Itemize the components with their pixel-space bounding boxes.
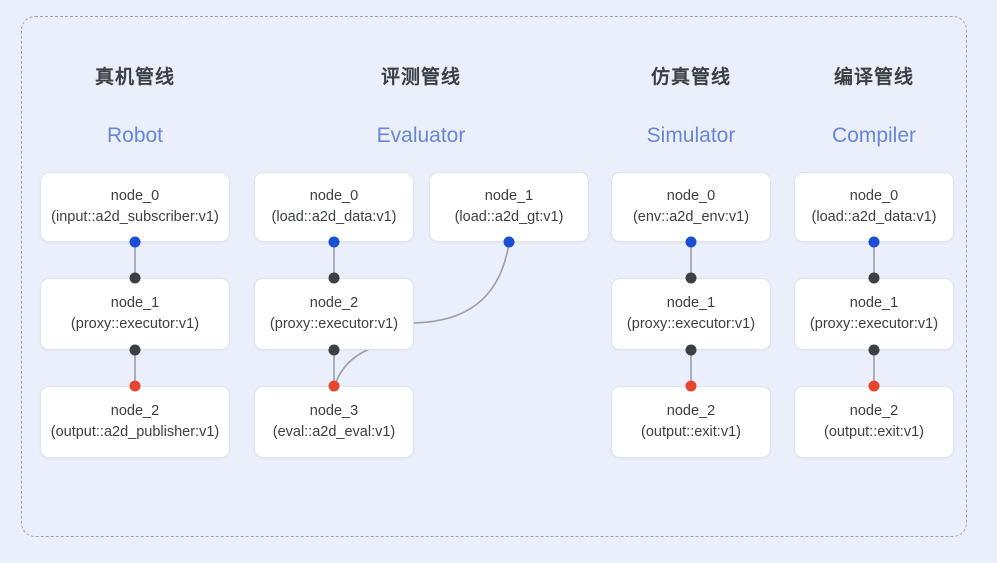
node-id: node_2 — [666, 402, 716, 419]
port-input-robot-1[interactable] — [129, 272, 141, 284]
node-kind: (output::a2d_publisher:v1) — [50, 424, 220, 440]
column-simulator-title-en: Simulator — [646, 124, 736, 147]
node-id: node_1 — [484, 187, 534, 204]
node-evaluator-3[interactable]: node_3 (eval::a2d_eval:v1) — [254, 386, 414, 458]
node-id: node_1 — [849, 294, 899, 311]
node-kind: (proxy::executor:v1) — [269, 316, 399, 332]
node-kind: (proxy::executor:v1) — [809, 316, 939, 332]
port-input-compiler-1[interactable] — [868, 272, 880, 284]
node-kind: (proxy::executor:v1) — [626, 316, 756, 332]
column-evaluator-title-en: Evaluator — [376, 124, 466, 147]
node-kind: (input::a2d_subscriber:v1) — [51, 209, 219, 225]
column-evaluator-title-cn: 评测管线 — [380, 67, 461, 88]
port-output-simulator-1[interactable] — [685, 344, 697, 356]
port-output-compiler-0[interactable] — [868, 236, 880, 248]
node-kind: (env::a2d_env:v1) — [632, 209, 750, 225]
node-robot-2[interactable]: node_2 (output::a2d_publisher:v1) — [40, 386, 230, 458]
port-output-evaluator-0[interactable] — [328, 236, 340, 248]
port-input-simulator-2[interactable] — [685, 380, 697, 392]
node-kind: (eval::a2d_eval:v1) — [272, 424, 396, 440]
port-output-evaluator-2[interactable] — [328, 344, 340, 356]
node-kind: (load::a2d_gt:v1) — [454, 209, 564, 225]
port-input-evaluator-3[interactable] — [328, 380, 340, 392]
node-simulator-1[interactable]: node_1 (proxy::executor:v1) — [611, 278, 771, 350]
node-robot-1[interactable]: node_1 (proxy::executor:v1) — [40, 278, 230, 350]
port-output-robot-0[interactable] — [129, 236, 141, 248]
node-evaluator-gt[interactable]: node_1 (load::a2d_gt:v1) — [429, 172, 589, 242]
node-id: node_2 — [110, 402, 160, 419]
node-id: node_1 — [666, 294, 716, 311]
column-robot-title-cn: 真机管线 — [94, 67, 175, 88]
port-input-compiler-2[interactable] — [868, 380, 880, 392]
node-evaluator-2[interactable]: node_2 (proxy::executor:v1) — [254, 278, 414, 350]
node-kind: (load::a2d_data:v1) — [811, 209, 937, 225]
edge-eval-gt-to-executor — [412, 242, 510, 324]
column-compiler-title-cn: 编译管线 — [833, 67, 914, 88]
column-robot-title-en: Robot — [106, 124, 164, 147]
node-id: node_3 — [309, 402, 359, 419]
node-id: node_0 — [666, 187, 716, 204]
node-compiler-0[interactable]: node_0 (load::a2d_data:v1) — [794, 172, 954, 242]
port-input-evaluator-2[interactable] — [328, 272, 340, 284]
port-input-robot-2[interactable] — [129, 380, 141, 392]
column-robot: 真机管线 Robot — [40, 0, 230, 563]
column-compiler-title-en: Compiler — [831, 124, 917, 147]
node-simulator-0[interactable]: node_0 (env::a2d_env:v1) — [611, 172, 771, 242]
port-output-compiler-1[interactable] — [868, 344, 880, 356]
port-output-simulator-0[interactable] — [685, 236, 697, 248]
port-output-robot-1[interactable] — [129, 344, 141, 356]
node-evaluator-0[interactable]: node_0 (load::a2d_data:v1) — [254, 172, 414, 242]
node-id: node_0 — [849, 187, 899, 204]
column-simulator-title-cn: 仿真管线 — [650, 67, 731, 88]
port-input-simulator-1[interactable] — [685, 272, 697, 284]
node-id: node_0 — [110, 187, 160, 204]
port-output-evaluator-gt[interactable] — [503, 236, 515, 248]
node-compiler-1[interactable]: node_1 (proxy::executor:v1) — [794, 278, 954, 350]
node-kind: (load::a2d_data:v1) — [271, 209, 397, 225]
node-id: node_2 — [309, 294, 359, 311]
node-compiler-2[interactable]: node_2 (output::exit:v1) — [794, 386, 954, 458]
node-id: node_1 — [110, 294, 160, 311]
node-robot-0[interactable]: node_0 (input::a2d_subscriber:v1) — [40, 172, 230, 242]
column-compiler: 编译管线 Compiler — [794, 0, 954, 563]
node-id: node_0 — [309, 187, 359, 204]
column-evaluator: 评测管线 Evaluator — [254, 0, 588, 563]
node-kind: (proxy::executor:v1) — [70, 316, 200, 332]
node-id: node_2 — [849, 402, 899, 419]
node-kind: (output::exit:v1) — [641, 424, 741, 440]
node-simulator-2[interactable]: node_2 (output::exit:v1) — [611, 386, 771, 458]
node-kind: (output::exit:v1) — [824, 424, 924, 440]
column-simulator: 仿真管线 Simulator — [611, 0, 771, 563]
